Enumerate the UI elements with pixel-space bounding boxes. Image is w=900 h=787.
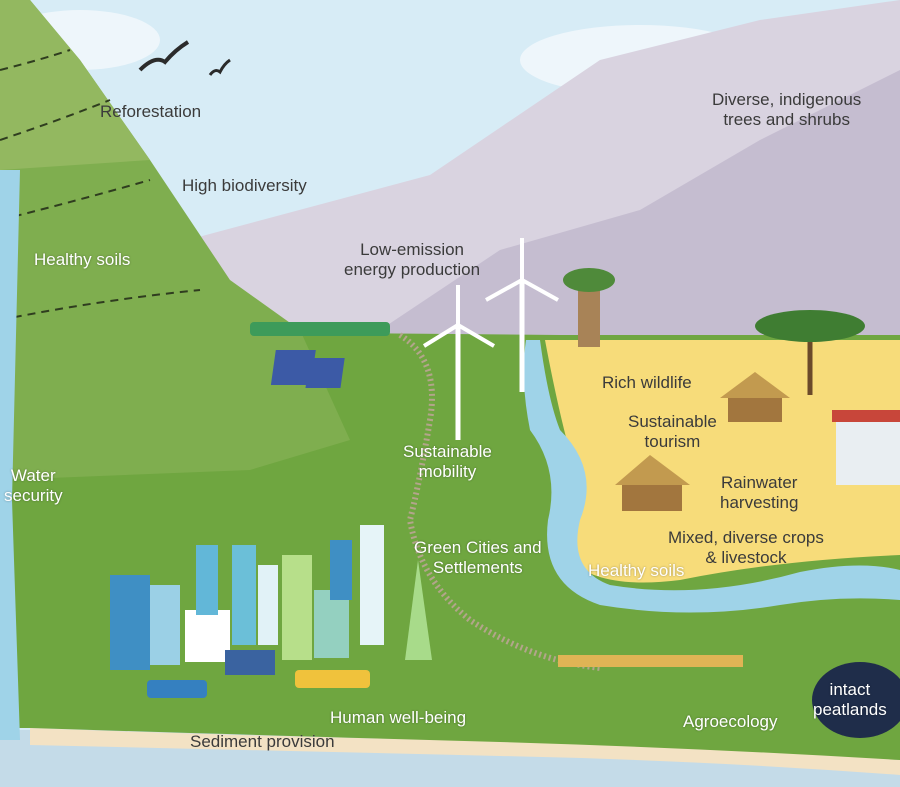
- baobab-tree: [563, 268, 615, 347]
- bird-icon: [138, 40, 190, 72]
- hut: [720, 372, 790, 422]
- solar-panel: [270, 350, 316, 385]
- contour-line: [0, 289, 201, 321]
- label-mixed-crops: Mixed, diverse crops & livestock: [668, 528, 824, 567]
- wind-turbine: [422, 285, 496, 440]
- label-sustainable-tourism: Sustainable tourism: [628, 412, 717, 451]
- tram: [295, 670, 370, 688]
- contour-line: [0, 99, 111, 141]
- label-diverse-trees: Diverse, indigenous trees and shrubs: [712, 90, 862, 129]
- label-agroecology: Agroecology: [683, 712, 778, 731]
- railway: [398, 332, 601, 671]
- river: [523, 340, 900, 613]
- beach: [30, 728, 900, 775]
- left-river: [0, 170, 20, 740]
- label-high-biodiversity: High biodiversity: [182, 176, 307, 195]
- label-healthy-soils-hill: Healthy soils: [34, 250, 131, 269]
- building: [836, 420, 900, 485]
- hut: [615, 455, 690, 511]
- building-roof: [832, 410, 900, 422]
- acacia-tree: [755, 310, 865, 395]
- label-sediment-provision: Sediment provision: [190, 732, 335, 751]
- market-stalls: [558, 655, 743, 667]
- solar-panel: [305, 358, 345, 388]
- label-low-emission: Low-emission energy production: [344, 240, 481, 279]
- label-rainwater-harvesting: Rainwater harvesting: [720, 473, 799, 512]
- label-healthy-soils-river: Healthy soils: [588, 561, 685, 580]
- label-human-wellbeing: Human well-being: [330, 708, 467, 727]
- label-sustainable-mobility: Sustainable mobility: [403, 442, 492, 481]
- contour-line: [0, 49, 71, 71]
- forest-hill-top: [0, 0, 150, 170]
- label-reforestation: Reforestation: [100, 102, 202, 121]
- city-skyline: [110, 525, 432, 675]
- label-green-cities: Green Cities and Settlements: [414, 538, 542, 577]
- savanna: [545, 340, 900, 583]
- label-rich-wildlife: Rich wildlife: [602, 373, 692, 392]
- label-intact-peatlands: intact peatlands: [813, 680, 887, 719]
- wind-turbine: [485, 238, 559, 392]
- bus: [147, 680, 207, 698]
- peatland: [812, 662, 900, 738]
- train: [250, 322, 390, 336]
- bird-icon: [208, 58, 231, 76]
- label-water-security: Water security: [4, 466, 63, 505]
